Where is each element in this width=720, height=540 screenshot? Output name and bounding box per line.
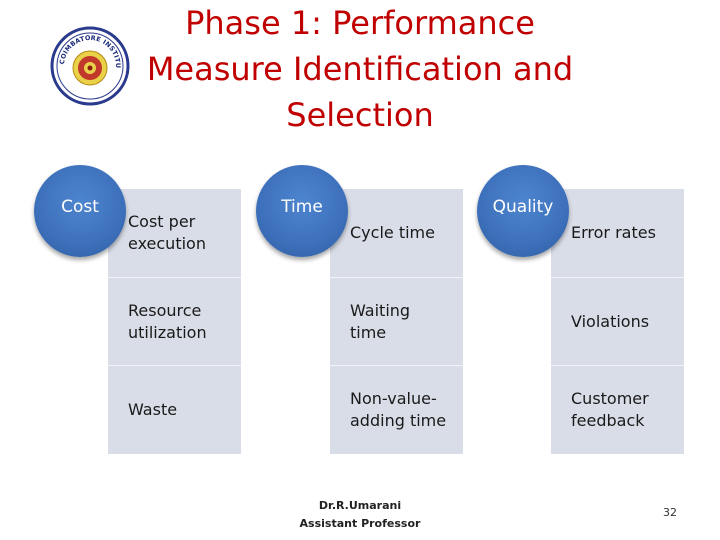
quality-item-1: Error rates (551, 189, 684, 277)
time-item-1-label: Cycle time (350, 223, 435, 242)
author-name: Dr.R.Umarani (318, 499, 402, 512)
page-number: 32 (663, 506, 677, 519)
slide-title: Phase 1: Performance Measure Identificat… (130, 0, 590, 138)
quality-item-3: Customer feedback (551, 365, 684, 454)
time-item-2: Waiting time (330, 277, 463, 365)
institute-logo: COIMBATORE INSTITUTE OF TECHNOLOGY (50, 26, 130, 106)
author-role: Assistant Professor (299, 517, 421, 530)
time-item-2-label: Waiting time (350, 300, 411, 342)
title-line-2: Measure Identification and (146, 50, 574, 88)
time-item-1: Cycle time (330, 189, 463, 277)
title-line-3: Selection (286, 96, 434, 134)
title-line-1: Phase 1: Performance (185, 4, 535, 42)
time-heading: Time (281, 197, 323, 217)
cost-item-3-label: Waste (128, 400, 178, 419)
quality-item-2: Violations (551, 277, 684, 365)
time-item-3-label: Non-value-adding time (350, 389, 447, 430)
cost-heading-circle: Cost (34, 165, 126, 257)
cost-item-1-label: Cost per execution (128, 212, 206, 253)
quality-item-1-label: Error rates (571, 223, 656, 242)
cost-item-2-label: Resource utilization (128, 300, 207, 342)
quality-heading: Quality (492, 197, 554, 217)
time-panel: Cycle time Waiting time Non-value-adding… (330, 189, 463, 454)
cost-heading: Cost (61, 197, 99, 217)
quality-item-2-label: Violations (571, 311, 650, 331)
cost-item-1: Cost per execution (108, 189, 241, 277)
cost-item-2: Resource utilization (108, 277, 241, 365)
cost-item-3: Waste (108, 365, 241, 454)
cost-panel: Cost per execution Resource utilization … (108, 189, 241, 454)
quality-panel: Error rates Violations Customer feedback (551, 189, 684, 454)
quality-heading-circle: Quality (477, 165, 569, 257)
time-heading-circle: Time (256, 165, 348, 257)
time-item-3: Non-value-adding time (330, 365, 463, 454)
quality-item-3-label: Customer feedback (571, 389, 649, 430)
footer-author: Dr.R.Umarani Assistant Professor (280, 497, 440, 533)
